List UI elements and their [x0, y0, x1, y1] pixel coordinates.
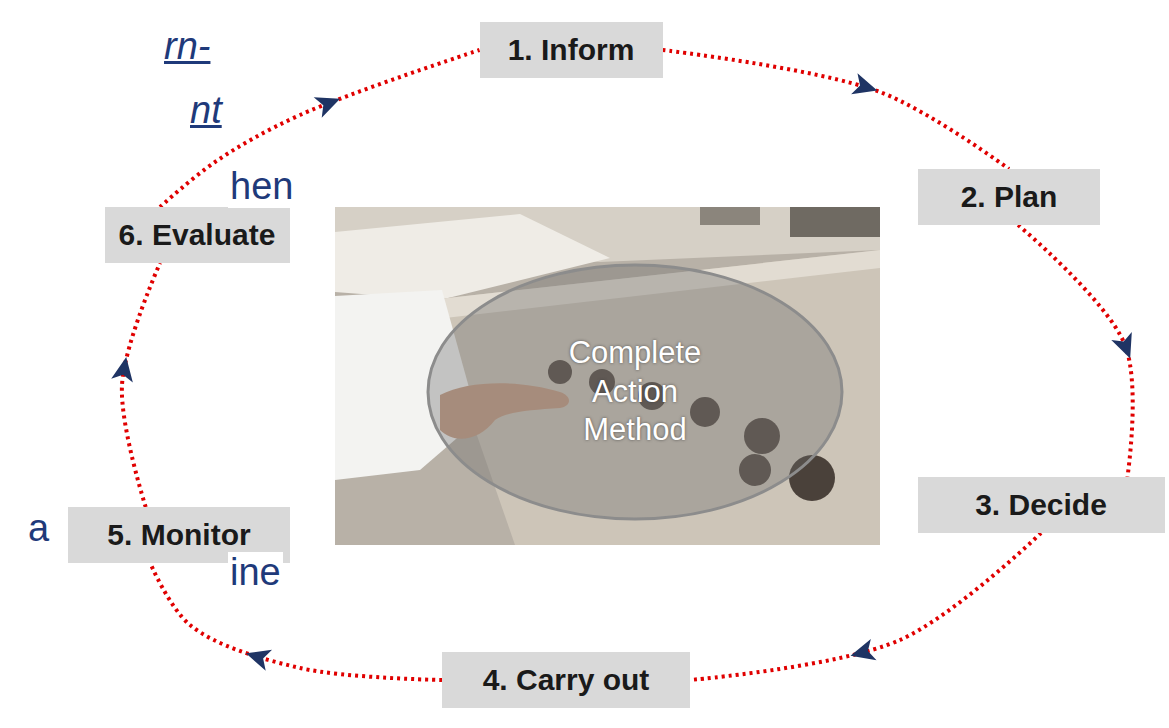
dotted-connector [150, 563, 442, 680]
dotted-connector [1018, 225, 1133, 477]
cycle-connector-group [690, 533, 1041, 680]
cycle-connector-group [663, 50, 1010, 169]
cycle-connector-group [160, 50, 480, 207]
cycle-connector-group [111, 263, 160, 507]
dotted-connector [663, 50, 1010, 169]
arrowhead [243, 643, 272, 671]
dotted-connector [690, 533, 1041, 680]
step-box: 2. Plan [918, 169, 1100, 225]
arrowhead [111, 355, 137, 382]
step-label: 3. Decide [975, 488, 1107, 523]
arrowhead [848, 639, 877, 666]
center-title: Complete Action Method [545, 334, 725, 450]
step-box: 4. Carry out [442, 652, 690, 708]
background-object [790, 207, 880, 237]
step-label: 6. Evaluate [119, 218, 276, 253]
arrowhead [314, 88, 344, 117]
dotted-connector [122, 263, 160, 507]
text-fragment: hen [228, 166, 295, 208]
photo-ground [335, 207, 880, 545]
background-object [700, 207, 760, 225]
step-label: 1. Inform [508, 33, 635, 68]
step-box: 6. Evaluate [105, 207, 290, 263]
step-box: 1. Inform [480, 22, 663, 78]
ellipse-shape [428, 265, 842, 519]
workshop-photo [335, 207, 880, 545]
dotted-connector [160, 50, 480, 207]
center-ellipse: Complete Action Method [425, 262, 845, 522]
step-label: 5. Monitor [107, 518, 250, 553]
cycle-connector-group [150, 563, 442, 680]
arrowhead [1111, 332, 1140, 362]
text-fragment: nt [188, 90, 224, 132]
step-label: 4. Carry out [483, 663, 650, 698]
cycle-connector-group [1018, 225, 1140, 477]
arrowhead [851, 73, 880, 101]
step-box: 3. Decide [918, 477, 1165, 533]
text-fragment: a [26, 508, 51, 550]
text-fragment: rn- [162, 26, 212, 68]
step-label: 2. Plan [961, 180, 1058, 215]
text-fragment: ine [228, 552, 283, 594]
